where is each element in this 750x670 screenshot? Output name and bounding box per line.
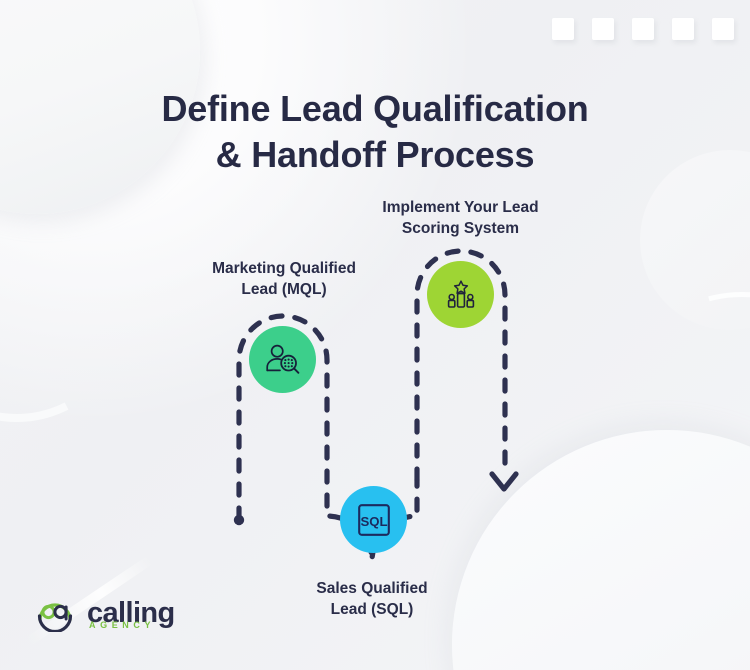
node-label-scoring-line-1: Implement Your Lead [382, 199, 539, 216]
flow-end-arrow-icon [489, 471, 519, 492]
node-mql[interactable] [249, 326, 316, 393]
sql-icon-text: SQL [360, 514, 387, 529]
decorative-square [672, 18, 694, 40]
page-title: Define Lead Qualification & Handoff Proc… [0, 86, 750, 178]
decorative-square [632, 18, 654, 40]
flow-start-dot [233, 514, 245, 526]
node-label-sql: Sales Qualified Lead (SQL) [272, 578, 472, 620]
flow-path-scoring [414, 248, 508, 483]
page-title-line-2: & Handoff Process [215, 134, 535, 176]
brand-logo[interactable]: calling AGENCY [32, 596, 175, 632]
decorative-squares [552, 18, 734, 40]
sql-box-icon: SQL [357, 503, 390, 536]
node-label-sql-line-2: Lead (SQL) [330, 601, 414, 618]
node-label-lead-scoring: Implement Your Lead Scoring System [357, 197, 564, 239]
decorative-square [592, 18, 614, 40]
node-label-mql: Marketing Qualified Lead (MQL) [183, 258, 385, 300]
person-search-icon [265, 344, 299, 374]
node-label-sql-line-1: Sales Qualified [316, 580, 428, 597]
node-label-scoring-line-2: Scoring System [401, 220, 520, 237]
node-lead-scoring[interactable] [427, 261, 494, 328]
decorative-square [712, 18, 734, 40]
podium-star-icon [447, 279, 474, 308]
node-label-mql-line-1: Marketing Qualified [212, 260, 356, 277]
node-label-mql-line-2: Lead (MQL) [241, 281, 327, 298]
brand-logo-text: calling AGENCY [87, 596, 175, 630]
calling-agency-monogram-icon [37, 603, 73, 632]
node-sql[interactable]: SQL [340, 486, 407, 553]
brand-tagline: AGENCY [89, 619, 156, 630]
decorative-square [552, 18, 574, 40]
page-title-line-1: Define Lead Qualification [161, 88, 589, 130]
brand-name: calling [87, 596, 175, 629]
flow-path-mql-to-sql [236, 313, 420, 562]
